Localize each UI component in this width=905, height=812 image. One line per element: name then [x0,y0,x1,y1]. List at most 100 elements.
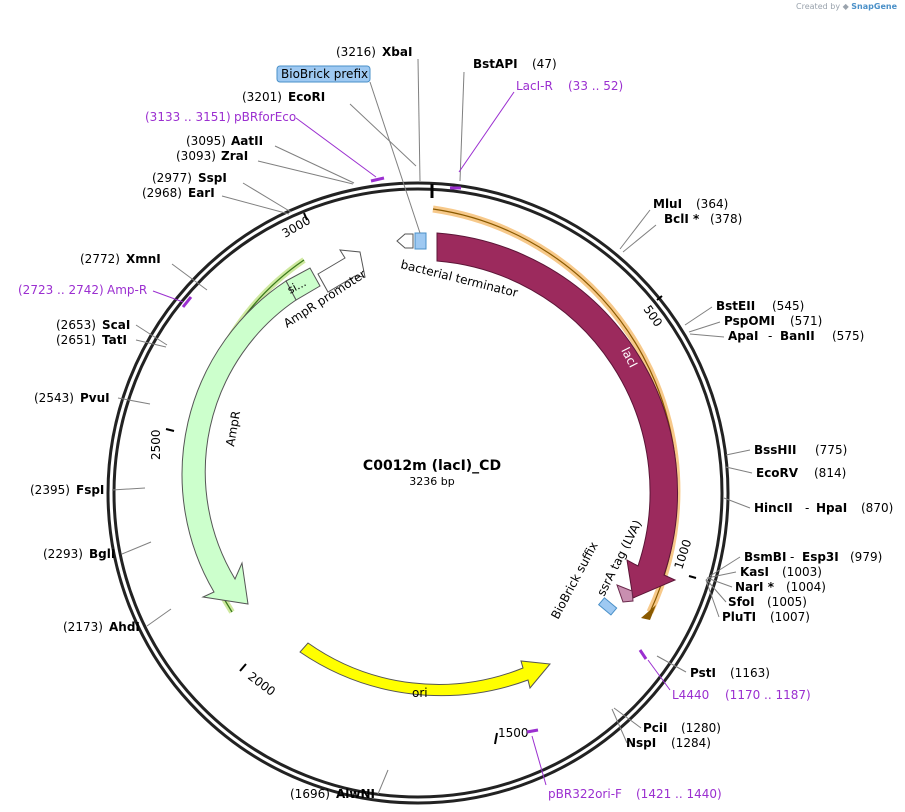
enzyme-bgli-name[interactable]: BglI [89,547,115,561]
enzyme-bsshii-name[interactable]: BssHII [754,443,796,457]
primer-l4440-range: (1170 .. 1187) [725,688,811,702]
enzyme-alwni-name[interactable]: AlwNI [336,787,375,801]
enzyme-bstapi-name[interactable]: BstAPI [473,57,518,71]
tick-label-2500: 2500 [149,429,163,460]
enzyme-sfoi-name[interactable]: SfoI [728,595,755,609]
primer-pbr322ori-f-leader [531,735,547,786]
biobrick-prefix-pill[interactable] [276,65,371,83]
enzyme-psti-pos: (1163) [730,666,770,680]
enzyme-leader-lines [111,58,753,795]
primer-l4440-leader [647,659,671,691]
feature-ampr-arrow[interactable] [181,280,297,605]
primer-l4440-mark [638,649,648,660]
enzyme-pcii-name[interactable]: PciI [643,721,668,735]
enzyme-ahdi-pos: (2173) [63,620,103,634]
enzyme-pvui-name[interactable]: PvuI [80,391,110,405]
enzyme-nari-pos: (1004) [786,580,826,594]
snapgene-logo-icon: ◆ [842,2,849,11]
primer-l4440-name[interactable]: L4440 [672,688,709,702]
laci-orf-arrowhead [641,605,656,620]
enzyme-xmni-pos: (2772) [80,252,120,266]
enzyme-esp3i-pos: (979) [850,550,882,564]
enzyme-apai-name[interactable]: ApaI [728,329,758,343]
feature-ssra-tag-arrow[interactable] [616,584,634,603]
enzyme-bsmbi-esp3i-dash: - [790,550,794,564]
enzyme-banii-pos: (575) [832,329,864,343]
feature-label-ori: ori [412,686,428,700]
backbone-outer-ring [106,181,730,805]
enzyme-psti-name[interactable]: PstI [690,666,716,680]
enzyme-esp3i-name[interactable]: Esp3I [802,550,839,564]
enzyme-banii-name[interactable]: BanII [780,329,815,343]
enzyme-scai-name[interactable]: ScaI [102,318,130,332]
primer-amp-r-name[interactable]: Amp-R [107,283,147,297]
feature-biobrick-prefix-box[interactable] [414,232,427,250]
plasmid-backbone [106,181,730,805]
enzyme-bgli-pos: (2293) [43,547,83,561]
tick-label-3000: 3000 [280,213,313,240]
enzyme-sspi-name[interactable]: SspI [198,171,227,185]
watermark-prefix: Created by [796,2,841,11]
enzyme-sfoi-pos: (1005) [767,595,807,609]
enzyme-hincii-name[interactable]: HincII [754,501,793,515]
enzyme-aatii-name[interactable]: AatII [231,134,263,148]
enzyme-ecori-pos: (3201) [242,90,282,104]
enzyme-zrai-name[interactable]: ZraI [221,149,248,163]
primer-laci-r-name[interactable]: LacI-R [516,79,553,93]
enzyme-pluti-pos: (1007) [770,610,810,624]
primer-pbr322ori-f-range: (1421 .. 1440) [636,787,722,801]
primer-pbrforeco-range: (3133 .. 3151) [145,110,231,124]
biobrick-prefix-leader [369,81,421,234]
enzyme-bcli-pos: (378) [710,212,742,226]
biobrick-prefix-pill-label: BioBrick prefix [281,67,368,81]
primer-pbrforeco-name[interactable]: pBRforEco [234,110,296,124]
tick-label-2000: 2000 [245,669,278,699]
feature-laci-arrow[interactable] [436,232,678,599]
plasmid-length: 3236 bp [409,475,454,488]
enzyme-fspi-name[interactable]: FspI [76,483,104,497]
enzyme-alwni-pos: (1696) [290,787,330,801]
enzyme-sspi-pos: (2977) [152,171,192,185]
primer-laci-r-range: (33 .. 52) [568,79,623,93]
enzyme-tati-pos: (2651) [56,333,96,347]
enzyme-nspi-pos: (1284) [671,736,711,750]
enzyme-kasi-name[interactable]: KasI [740,565,769,579]
enzyme-hpai-name[interactable]: HpaI [816,501,847,515]
enzyme-xmni-name[interactable]: XmnI [126,252,161,266]
enzyme-zrai-pos: (3093) [176,149,216,163]
enzyme-pluti-name[interactable]: PluTI [722,610,756,624]
enzyme-xbai-name[interactable]: XbaI [382,45,412,59]
enzyme-pspomi-pos: (571) [790,314,822,328]
enzyme-ecori-name[interactable]: EcoRI [288,90,325,104]
enzyme-eari-name[interactable]: EarI [188,186,215,200]
enzyme-bsteii-name[interactable]: BstEII [716,299,755,313]
feature-ori-arrow[interactable] [299,642,551,697]
enzyme-pvui-pos: (2543) [34,391,74,405]
enzyme-bsmbi-name[interactable]: BsmBI [744,550,786,564]
enzyme-bcli-name[interactable]: BclI * [664,212,700,226]
backbone-inner-ring [112,187,724,799]
snapgene-watermark: Created by ◆ SnapGene [796,2,897,11]
enzyme-apai-banii-dash: - [768,329,772,343]
feature-biobrick-suffix-box[interactable] [597,597,618,616]
enzyme-ecorv-name[interactable]: EcoRV [756,466,799,480]
enzyme-eari-pos: (2968) [142,186,182,200]
feature-ampr-promoter-arrow[interactable] [317,249,366,293]
enzyme-tati-name[interactable]: TatI [102,333,127,347]
primer-pbr322ori-f-name[interactable]: pBR322ori-F [548,787,622,801]
tick-label-500: 500 [641,303,666,330]
position-tick-marks [165,212,697,745]
enzyme-nari-name[interactable]: NarI * [735,580,775,594]
enzyme-ahdi-name[interactable]: AhdI [109,620,140,634]
tick-label-1500: 1500 [498,726,529,740]
enzyme-mlui-pos: (364) [696,197,728,211]
enzyme-nspi-name[interactable]: NspI [626,736,656,750]
primer-amp-r-range: (2723 .. 2742) [18,283,104,297]
enzyme-pspomi-name[interactable]: PspOMI [724,314,775,328]
primer-pbrforeco-mark [370,176,385,183]
feature-bacterial-terminator-arrow[interactable] [396,233,414,249]
enzyme-mlui-name[interactable]: MluI [653,197,682,211]
enzyme-ecorv-pos: (814) [814,466,846,480]
plasmid-name: C0012m (lacI)_CD [363,458,501,474]
